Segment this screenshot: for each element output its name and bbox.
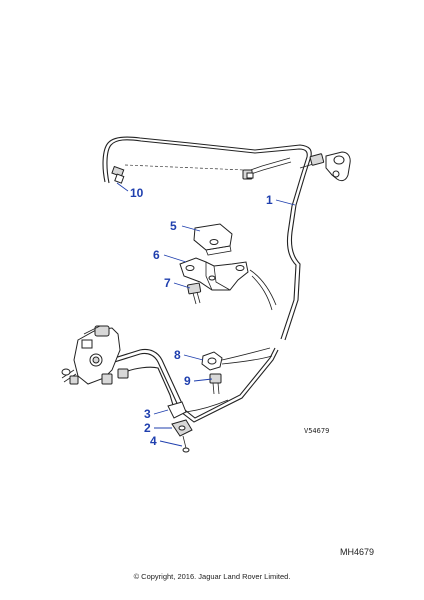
copyright-notice: © Copyright, 2016. Jaguar Land Rover Lim… [133,572,291,581]
callout-7: 7 [164,276,171,290]
callout-5: 5 [170,219,177,233]
mounting-bracket [179,257,249,291]
leader-lines [116,182,296,447]
illustration-reference: MH4679 [340,547,375,557]
callout-1: 1 [266,193,273,207]
pipe-union-middle [242,157,292,180]
clip-assembly [167,399,229,453]
guide-curve-a [249,269,277,306]
bolt-7 [187,282,202,305]
guide-curve-b [251,275,273,311]
clamp-cap [193,223,233,256]
brake-pipe-lower [107,347,279,423]
callout-4: 4 [150,434,157,448]
pipe-clip-8 [201,347,273,371]
view-code: V54679 [304,427,329,435]
callout-10: 10 [130,186,144,200]
brake-pipe-upper [102,136,312,341]
callout-8: 8 [174,348,181,362]
pressure-valve-body [61,325,129,385]
pipe-union-left [111,165,125,184]
callout-3: 3 [144,407,151,421]
callout-9: 9 [184,374,191,388]
callout-6: 6 [153,248,160,262]
bolt-9 [209,373,222,395]
dashed-guide-line [124,164,246,171]
callout-2: 2 [144,421,151,435]
pipe-junction-right [299,151,351,182]
